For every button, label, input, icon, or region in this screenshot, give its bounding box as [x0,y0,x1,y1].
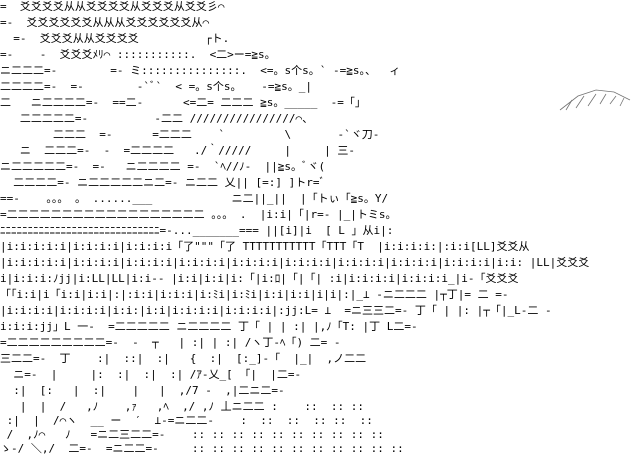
art-line: 三二二=- 丁 :| ::| :| { :| [:_]-「 |_| ,ノ二二 [0,352,367,365]
art-line: |i:i:i:i|i:i:i:i|i:i:|i:i|i:i:i:i|i:i:i:… [0,304,552,317]
art-line: =- 爻爻爻爻爻爻从从从爻爻爻爻爻爻从⌒ [0,16,210,29]
art-line: =- - 爻爻爻ﾒﾘ⌒ :::::::::::. <二>ー=≧s。 [0,48,276,61]
art-line: i|i:i:i:ﾉjj|i:LL|LL|i:i-- |i:i|i:i|i:「|i… [0,272,519,285]
art-line: =二二二二二二二二二=- - ┬ | :| | :| /ヽ丁-ﾍ「) 二= - [0,336,341,349]
art-line: i:i:i:jj」L 一- =二二二二二 ニ二二二二 丁「 | | :| |,ﾉ… [0,320,418,333]
art-line: ニ二二二=- =- ミ:::::::::::::::. <=。s个s。` -=≧… [0,64,401,77]
art-line: ==- 。。。 。 ......___ ニ二||_|| |「トぃ「≧s。Y/ [0,192,389,205]
art-line: = 爻爻爻爻从从爻爻爻爻从爻爻爻从爻爻彡⌒ [0,0,225,13]
art-line: 二二二二=- =- -`ﾞ` < =。s个s。 -=≧s。_| [0,80,313,93]
art-line: ゝ-/ ＼,/ 二=- =ニ二二=- :: :: :: :: :: :: :: … [0,442,404,455]
art-line: 二二二二二=- -二二 ////////////////⌒、 [0,112,314,125]
art-line: ニ 二二二=- - =二二二二 ./｀///// | | 三- [0,144,356,157]
art-line: 「「i:i|i「i:i|i:i|:|:i:i|i:i:i|i:ﾐi|i:ﾐi|i… [0,288,509,301]
art-line: |i:i:i:i:i|i:i:i:i|i:i:i:i|i:i:i:i|i:i:i… [0,256,590,269]
art-line: ﾆﾆﾆﾆﾆﾆﾆﾆﾆﾆﾆﾆﾆﾆﾆﾆﾆﾆﾆﾆﾆﾆﾆﾆﾆﾆﾆﾆﾆ=-...______… [0,224,394,237]
art-line: 二二二 =- =二二二 ` \ ‐`ヾ刀‐ [0,128,380,141]
art-line: =- 爻爻爻从从爻爻爻爻 ┌ト. [0,32,230,45]
art-line: |i:i:i:i:i|i:i:i:i|i:i:i:i「了"""「了 TTTTTT… [0,240,530,253]
art-line: 二二二二=- ニ二二二二二ニ二=- ニ二二 乂|| [=:] ]トr=ﾞ [0,176,325,189]
art-line: :| [: | :| | | ,/7 - ,|二ニ二=- [0,384,285,397]
art-line: | | / ,ﾉ ,ｧ ,ﾍ ,/ ,ﾉ 丄ニ二二 : :: :: :: [0,400,365,413]
art-line: / ,ﾉ⌒ ﾉ =ニ二三二二=- :: :: :: :: :: :: :: ::… [0,428,384,441]
art-line: :| | /⌒ヽ __ ー ′ ⊥-=ニ二二- : :: :: :: :: :: [0,414,373,427]
art-line: ニ=- | |: :| :| :| /ｱ-乂_[ 「| |二=- [0,368,302,381]
art-line: 二 ニ二二二二=- ==二- <=二= 二二二 ≧s。_____ -=「」 [0,96,366,109]
art-line: =二二二二二二二二二二二二二二二二二二 。。。 . |i:i|「|r=- |_|… [0,208,397,221]
art-line: ニ二二二二二=- =- ニ二二二二 =- `ﾍ//ﾉ- ||≧s。ﾞヾ( [0,160,326,173]
